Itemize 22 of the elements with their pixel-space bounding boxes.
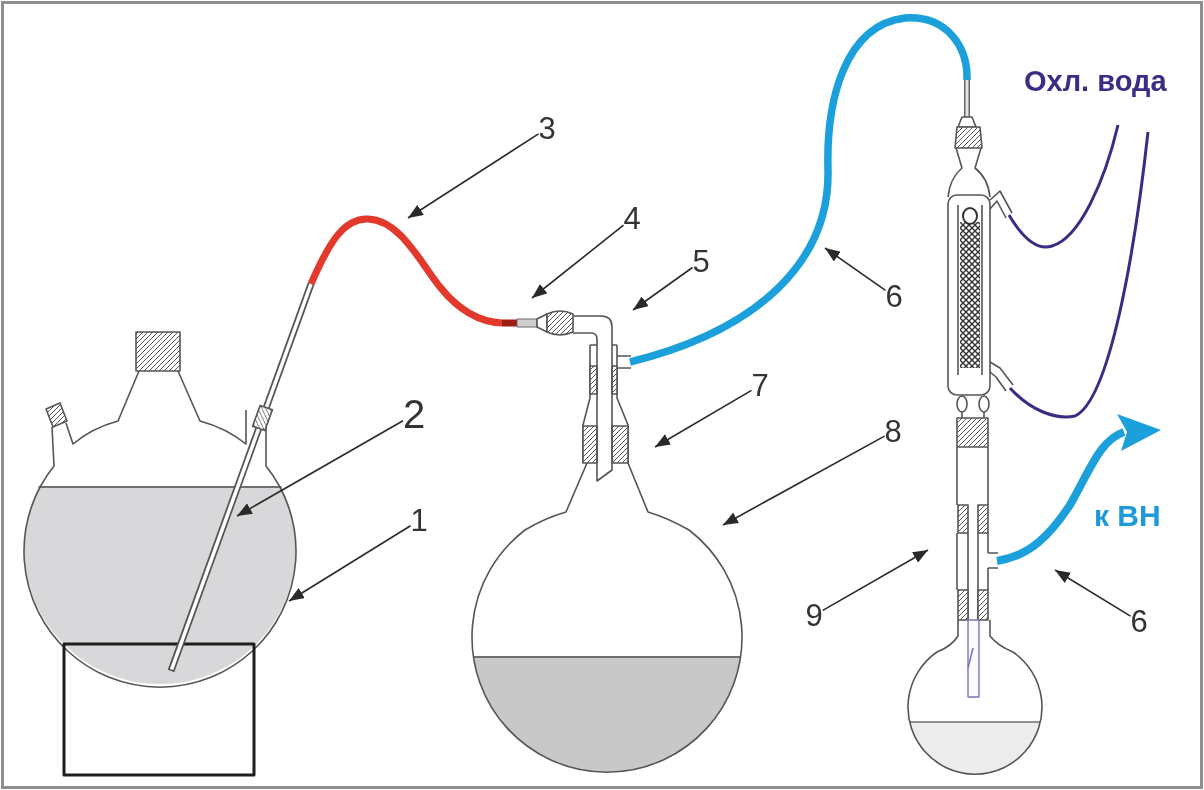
leader-arrow [722, 435, 886, 526]
callout-number: 1 [410, 504, 428, 536]
leader-arrow [531, 224, 625, 299]
leader-arrow [288, 524, 412, 602]
callout-number: 7 [751, 369, 769, 401]
callout-number: 2 [403, 394, 426, 435]
annotation-text: Охл. вода [1024, 67, 1167, 96]
callout-number: 8 [884, 415, 902, 447]
leader-arrow [824, 247, 887, 292]
callout-number: 3 [538, 112, 556, 144]
callout-number: 4 [623, 202, 641, 234]
leader-arrow [236, 420, 404, 517]
annotation-text: к ВН [1094, 501, 1161, 531]
leader-arrow [632, 266, 694, 311]
leader-arrow [407, 133, 540, 219]
callout-number: 6 [885, 280, 903, 312]
callout-number: 5 [692, 245, 710, 277]
callout-number: 6 [1130, 605, 1148, 637]
leader-arrow [822, 549, 929, 612]
leader-arrow [654, 389, 753, 448]
leader-arrow [1054, 569, 1132, 617]
callout-number: 9 [805, 599, 823, 631]
